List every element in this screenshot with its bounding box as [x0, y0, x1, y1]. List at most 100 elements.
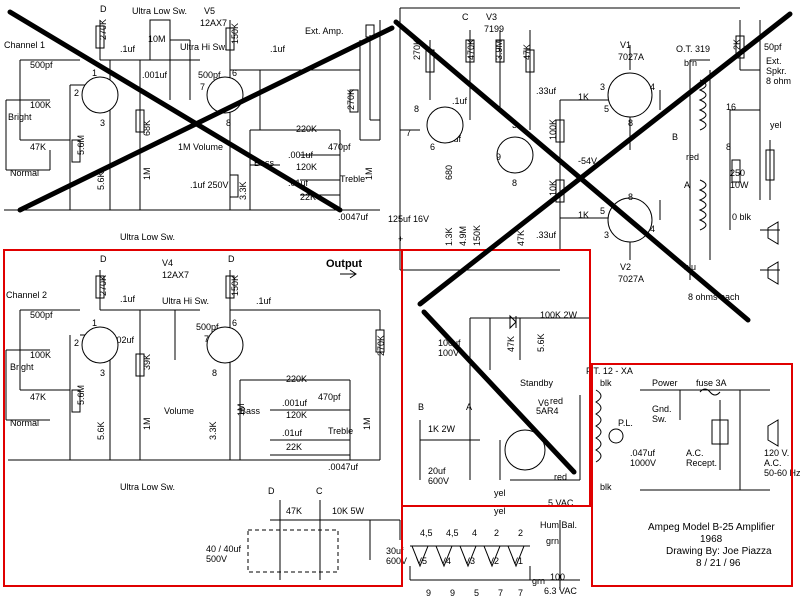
ultra-low-switch-label-2: Ultra Low Sw. — [120, 482, 175, 492]
resistor-value: 10K 5W — [332, 506, 365, 516]
blk-wire: blk — [600, 378, 612, 388]
v6-rectifier — [504, 429, 546, 471]
credits-year: 1968 — [700, 534, 723, 545]
pin-label: 9 — [496, 152, 501, 162]
v4-type: 12AX7 — [162, 270, 189, 280]
capacitor-value: 500pf — [198, 70, 221, 80]
red-wire: red — [686, 152, 699, 162]
resistor-value: 100K — [548, 119, 558, 140]
heater-tube-label: V5 — [416, 556, 427, 566]
resistor-value: 5.6K — [536, 333, 546, 352]
capacitor-value: .001uf — [282, 398, 308, 408]
channel-1-label: Channel 1 — [4, 40, 45, 50]
pin-label: 8 — [226, 118, 231, 128]
pin-label: 1 — [92, 68, 97, 78]
cross-out-line — [7, 9, 343, 213]
ch1-d-node: D — [100, 4, 107, 14]
resistor-value: 47K — [30, 392, 46, 402]
capacitor-value: .0047uf — [328, 462, 359, 472]
capacitor-value: 500pf — [196, 322, 219, 332]
resistor-value: 5.6M — [76, 135, 86, 155]
pin-label: 6 — [430, 142, 435, 152]
heater-pin-label: 7 — [518, 588, 523, 598]
hum-balance-label: Hum Bal. — [540, 520, 577, 530]
brn-wire: brn — [684, 58, 697, 68]
node-b-supply: B — [418, 402, 424, 412]
resistor-value: 1K — [578, 92, 589, 102]
pin-label: 7 — [200, 82, 205, 92]
tap-8: 8 — [726, 142, 731, 152]
resistor-value: 5.6M — [76, 385, 86, 405]
resistor-value: 22K — [286, 442, 302, 452]
credits-title: Ampeg Model B-25 Amplifier — [648, 522, 775, 533]
pot-value: 1M — [142, 417, 152, 430]
resistor-value: 150K — [472, 225, 482, 246]
v4b-triode — [206, 326, 244, 364]
treble-label: Treble — [340, 174, 365, 184]
mains-highlight-box — [591, 363, 793, 587]
v3b-triode — [496, 136, 534, 174]
pin-label: 5 — [604, 104, 609, 114]
channel-2-label: Channel 2 — [6, 290, 47, 300]
heater-pin-label: 4 — [472, 528, 477, 538]
resistor-value: 22K — [300, 192, 316, 202]
v2-label: V2 — [620, 262, 631, 272]
mains-label: 120 V.A.C.50-60 Hz. — [764, 448, 800, 478]
bass-label-2: Bass — [240, 406, 261, 416]
pin-label: 8 — [414, 104, 419, 114]
volume-label: 1M Volume — [178, 142, 223, 152]
plug-icon — [767, 419, 779, 447]
resistor-value: 1.3K — [444, 227, 454, 246]
capacitor-value: .33uf — [536, 230, 557, 240]
yel-wire-2: yel — [494, 488, 506, 498]
resistor-value: 47K — [506, 336, 516, 352]
capacitor-value: .1uf — [256, 296, 272, 306]
capacitor-value: .01uf — [282, 428, 303, 438]
resistor-value: 47K — [516, 230, 526, 246]
pot-value: 1M — [236, 403, 246, 416]
red-wire-3: red — [554, 472, 567, 482]
heater-pin-label: 9 — [426, 588, 431, 598]
cross-out-marks — [7, 9, 793, 475]
v5-label: V5 — [204, 6, 215, 16]
resistor-value: 10M — [148, 34, 166, 44]
ext-amp-label: Ext. Amp. — [305, 26, 344, 36]
v1-type: 7027A — [618, 52, 644, 62]
capacitor-value: .1uf — [120, 294, 136, 304]
output-arrow-icon — [340, 269, 357, 279]
v4a-triode — [81, 326, 119, 364]
channel-2-section: Channel 2 D D V4 12AX7 Ultra Hi Sw. Brig… — [5, 254, 386, 492]
resistor-value: 2K — [732, 39, 742, 50]
resistor-value: 47K — [286, 506, 302, 516]
power-amp-section: V1 7027A V2 7027A O.T. 319 brn blu red y… — [560, 20, 791, 302]
capacitor-value: .0047uf — [338, 212, 369, 222]
pin-label: 8 — [212, 368, 217, 378]
v6-label: V6 — [538, 398, 549, 408]
phase-inverter-section: C V3 7199 270K 470K 3.9M 47K .1uf .5uf 6… — [388, 7, 740, 271]
heater-pin-label: 4,5 — [446, 528, 459, 538]
pin-label: 3 — [100, 118, 105, 128]
pin-label: 4 — [650, 82, 655, 92]
output-label: Output — [326, 258, 362, 270]
heater-pin-label: 2 — [494, 528, 499, 538]
resistor-value: 3.9M — [494, 40, 504, 60]
resistor-value: 4.9M — [458, 226, 468, 246]
cross-out-line — [393, 19, 751, 323]
ext-speaker-label: Ext.Spkr.8 ohm — [766, 56, 791, 86]
speaker-icon — [767, 221, 779, 285]
v6-type: 5AR4 — [536, 406, 559, 416]
pin-label: 2 — [74, 88, 79, 98]
v5-type: 12AX7 — [200, 18, 227, 28]
node-b: B — [672, 132, 678, 142]
capacitor-value: 470pf — [318, 392, 341, 402]
cross-out-line — [417, 11, 793, 307]
pin-label: 2 — [74, 338, 79, 348]
capacitor-value: 500pf — [30, 60, 53, 70]
resistor-value: 270K — [412, 39, 422, 60]
resistor-value: 270K — [376, 335, 386, 356]
blk-wire-2: blk — [600, 482, 612, 492]
resistor-value: 220K — [286, 374, 307, 384]
capacitor-value: 125uf 16V — [388, 214, 429, 224]
